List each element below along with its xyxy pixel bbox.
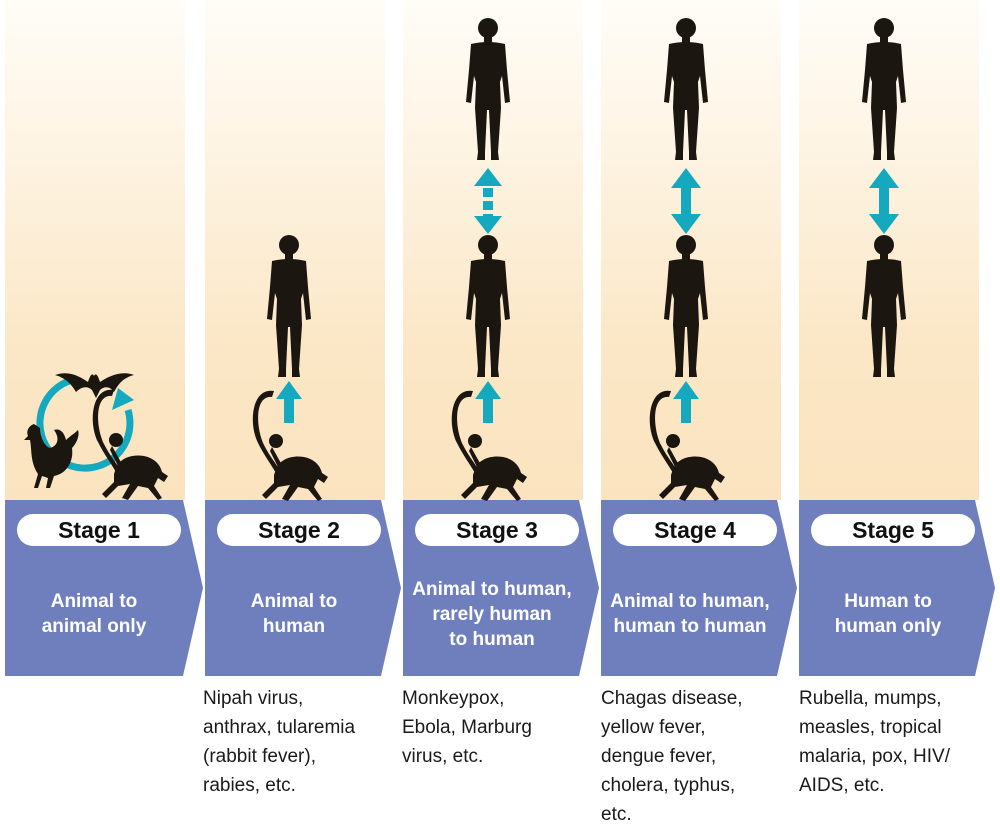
stage-4-description: Animal to human, human to human	[610, 591, 770, 637]
double-arrow-icon	[869, 168, 899, 234]
double-arrow-icon	[671, 168, 701, 234]
stage-4-examples: Chagas disease, yellow fever, dengue fev…	[601, 688, 743, 825]
stage-5-label: Stage 5	[811, 514, 975, 546]
stage-2-label: Stage 2	[217, 514, 381, 546]
human-icon	[862, 18, 906, 160]
cycle-arrowhead	[112, 388, 134, 410]
dashed-double-arrow-icon	[474, 168, 502, 234]
human-icon	[466, 18, 510, 160]
stage-2-description: Animal to human	[250, 591, 338, 637]
arrow-up-icon	[475, 381, 501, 423]
stage-1-label: Stage 1	[17, 514, 181, 546]
stage-2-banner-content: Stage 2 Animal to human	[205, 500, 405, 676]
stage-5-examples: Rubella, mumps, measles, tropical malari…	[799, 688, 950, 796]
stage-3-description: Animal to human, rarely human to human	[412, 578, 572, 650]
stage-1-description: Animal to animal only	[41, 591, 147, 637]
stage-5-description: Human to human only	[834, 591, 942, 637]
rooster-icon	[24, 424, 79, 488]
stage-2-examples: Nipah virus, anthrax, tularemia (rabbit …	[203, 688, 356, 796]
human-icon	[267, 235, 311, 377]
human-icon	[862, 235, 906, 377]
human-icon	[664, 18, 708, 160]
arrow-up-icon	[673, 381, 699, 423]
human-icon	[466, 235, 510, 377]
human-icon	[664, 235, 708, 377]
stage-3-label: Stage 3	[415, 514, 579, 546]
bat-icon	[55, 373, 134, 398]
stage-4-banner-content: Stage 4 Animal to human, human to human	[601, 500, 801, 676]
monkey-icon	[92, 389, 168, 500]
stage-3-banner-content: Stage 3 Animal to human, rarely human to…	[403, 500, 603, 676]
arrow-up-icon	[276, 381, 302, 423]
stage-3-examples: Monkeypox, Ebola, Marburg virus, etc.	[402, 688, 532, 767]
stage-1-banner-content: Stage 1 Animal to animal only	[5, 500, 205, 676]
stage-4-label: Stage 4	[613, 514, 777, 546]
stage-5-banner-content: Stage 5 Human to human only	[799, 500, 999, 676]
